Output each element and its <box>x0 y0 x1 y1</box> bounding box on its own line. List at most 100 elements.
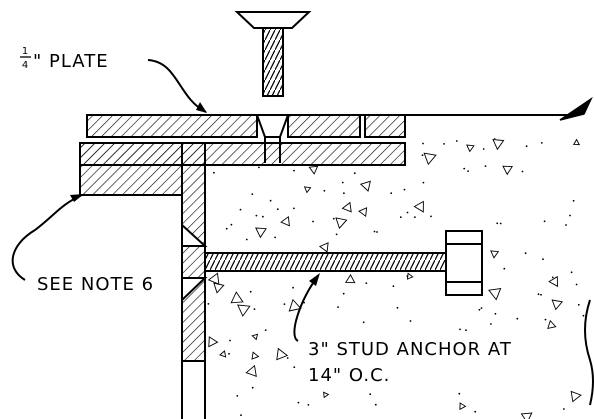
aggregate-dot <box>376 231 378 233</box>
aggregate-stone <box>308 165 319 175</box>
aggregate-stone <box>341 201 352 213</box>
aggregate-dot <box>283 303 286 305</box>
plate-callout: 1 4 " PLATE <box>20 46 108 72</box>
aggregate-stone <box>255 227 267 239</box>
aggregate-stone <box>413 119 421 127</box>
aggregate-stone <box>345 274 356 284</box>
aggregate-dot <box>465 329 467 332</box>
concrete-aggregate-speckle <box>207 119 588 419</box>
aggregate-stone <box>547 319 557 330</box>
aggregate-dot <box>543 220 546 223</box>
aggregate-dot <box>373 230 376 233</box>
aggregate-dot <box>577 303 580 306</box>
aggregate-dot <box>253 308 256 310</box>
aggregate-dot <box>516 317 519 320</box>
aggregate-dot <box>521 170 524 173</box>
aggregate-dot <box>390 192 393 195</box>
aggregate-dot <box>396 306 399 309</box>
aggregate-stone <box>245 364 257 377</box>
aggregate-dot <box>335 233 338 236</box>
aggregate-dot <box>332 217 335 220</box>
aggregate-dot <box>337 306 339 308</box>
aggregate-dot <box>572 199 575 202</box>
aggregate-dot <box>544 318 547 321</box>
aggregate-dot <box>293 366 296 369</box>
aggregate-dot <box>540 293 542 296</box>
aggregate-stone <box>303 186 312 194</box>
aggregate-dot <box>484 165 487 168</box>
aggregate-dot <box>374 403 377 406</box>
aggregate-dot <box>323 189 326 192</box>
aggregate-dot <box>421 154 424 157</box>
aggregate-stone <box>213 282 225 294</box>
aggregate-dot <box>369 393 372 396</box>
aggregate-dot <box>542 258 544 261</box>
aggregate-stone <box>466 144 475 153</box>
aggregate-dot <box>269 199 272 202</box>
aggregate-dot <box>570 271 573 274</box>
aggregate-dot <box>228 352 230 355</box>
aggregate-dot <box>251 386 254 389</box>
aggregate-dot <box>569 214 571 217</box>
aggregate-dot <box>229 339 231 342</box>
aggregate-dot <box>362 321 365 324</box>
aggregate-dot <box>459 328 461 331</box>
aggregate-dot <box>406 211 409 214</box>
aggregate-stone <box>323 391 330 399</box>
stud-anchor-label-line1: 3" STUD ANCHOR AT <box>308 339 512 360</box>
break-mark-icon <box>559 96 594 406</box>
aggregate-dot <box>537 293 540 296</box>
aggregate-dot <box>262 215 264 218</box>
aggregate-dot <box>440 136 442 138</box>
aggregate-dot <box>496 222 499 225</box>
aggregate-dot <box>490 323 492 325</box>
aggregate-dot <box>213 171 215 174</box>
aggregate-stone <box>276 347 289 361</box>
aggregate-dot <box>540 142 543 144</box>
aggregate-dot <box>258 166 260 169</box>
aggregate-stone <box>359 180 371 192</box>
aggregate-dot <box>467 170 469 173</box>
aggregate-dot <box>236 395 239 397</box>
aggregate-dot <box>482 148 485 150</box>
aggregate-dot <box>553 123 555 125</box>
aggregate-dot <box>293 169 295 172</box>
aggregate-dot <box>264 329 267 331</box>
aggregate-dot <box>365 282 368 284</box>
aggregate-dot <box>463 167 466 170</box>
aggregate-dot <box>458 392 461 395</box>
aggregate-stone <box>570 390 582 403</box>
aggregate-stone <box>572 138 581 146</box>
aggregate-dot <box>245 238 248 241</box>
aggregate-stone <box>423 152 437 166</box>
aggregate-dot <box>292 286 294 289</box>
aggregate-dot <box>251 193 254 196</box>
plate-fraction-numerator: 1 <box>22 46 28 57</box>
aggregate-dot <box>474 410 477 413</box>
aggregate-dot <box>565 224 567 226</box>
aggregate-dot <box>409 320 412 322</box>
aggregate-dot <box>207 303 210 305</box>
aggregate-stone <box>358 207 368 218</box>
aggregate-dot <box>524 252 527 255</box>
aggregate-dot <box>411 133 413 135</box>
aggregate-stone <box>488 288 502 301</box>
aggregate-dot <box>503 267 506 270</box>
aggregate-stone <box>490 250 500 259</box>
embed-angle <box>79 142 406 419</box>
aggregate-dot <box>575 283 578 286</box>
aggregate-dot <box>563 408 565 410</box>
leader-lines <box>11 59 320 342</box>
aggregate-stone <box>520 412 533 419</box>
aggregate-dot <box>493 138 496 139</box>
stud-anchor-label-line2: 14" O.C. <box>308 365 390 386</box>
aggregate-stone <box>230 291 244 304</box>
aggregate-dot <box>586 121 588 123</box>
aggregate-dot <box>297 401 300 404</box>
aggregate-stone <box>318 242 329 253</box>
aggregate-dot <box>249 290 252 293</box>
aggregate-dot <box>430 215 432 218</box>
aggregate-dot <box>353 172 356 175</box>
aggregate-stone <box>288 298 302 312</box>
aggregate-dot <box>551 276 554 279</box>
